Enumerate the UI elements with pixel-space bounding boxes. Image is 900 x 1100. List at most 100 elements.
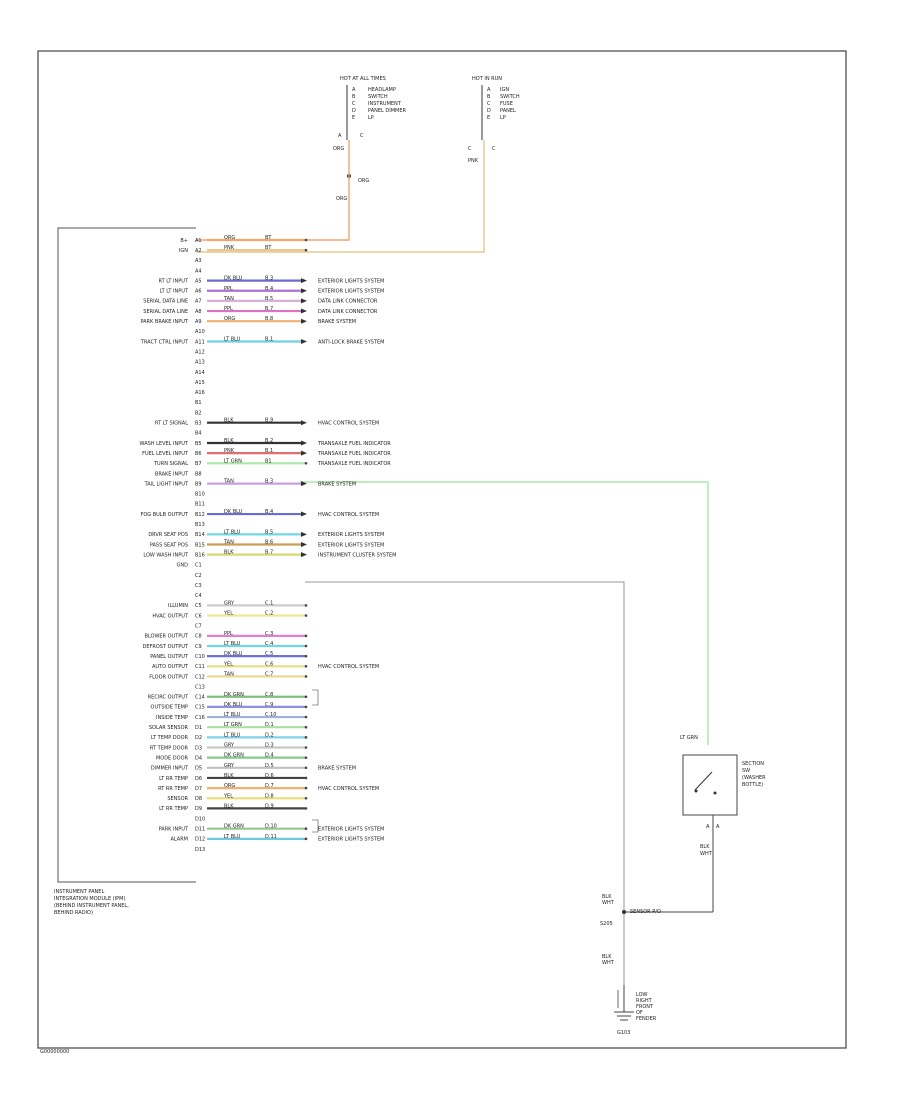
pin-number: A1 [195,238,202,244]
wire-color-label: BLK [700,844,710,850]
pin-number: B8 [195,471,202,477]
row-label: SWITCH [500,94,520,100]
switch-pin: A [706,824,710,830]
wire-color-label: DK BLU [224,509,243,515]
row-label: LP [500,115,506,121]
pin-number: B12 [195,512,205,518]
terminal-icon [304,827,308,830]
wire-color-label: ORG [333,146,344,152]
pin-function-label: RT RR TEMP [158,786,188,792]
row-label: IGN [500,87,509,93]
top-connector-hot-at-all-times: HOT AT ALL TIMES A HEADLAMP B SWITCH C I… [196,76,407,241]
pin-number: C5 [195,603,202,609]
pin-function-label: AUTO OUTPUT [152,664,189,670]
destination-label: EXTERIOR LIGHTS SYSTEM [318,289,384,295]
pin-label: B [352,94,356,100]
wire-circuit-label: B.3 [265,479,273,485]
pin-number: C10 [195,654,205,660]
pin-number: C13 [195,684,205,690]
pin-function-label: SENSOR [167,796,188,802]
pin-function-label: PARK BRAKE INPUT [140,319,188,325]
pin-function-label: WASH LEVEL INPUT [140,441,189,447]
arrow-icon [301,440,307,446]
row-label: LP [368,115,374,121]
pin-function-label: RT TEMP DOOR [150,745,189,751]
module-label: INSTRUMENT PANEL INTEGRATION MODULE (IPM… [54,889,129,916]
pin-function-label: FOG BULB OUTPUT [140,512,188,518]
wire-color-label: DK GRN [224,753,244,759]
module-label-line: (BEHIND INSTRUMENT PANEL, [54,903,129,909]
wire-circuit-label: B.1 [265,337,273,343]
pin-number: D2 [195,735,202,741]
pin-function-label: LT TEMP DOOR [151,735,189,741]
switch-box [682,754,738,816]
arrow-icon [301,278,307,284]
pin-function-label: LT LT INPUT [160,289,189,295]
wire-circuit-label: C.8 [265,692,273,698]
terminal-icon [304,766,308,770]
arrow-icon [301,450,307,456]
terminal-icon [304,736,308,739]
switch-label-line: SW [742,768,750,774]
pin-function-label: BLOWER OUTPUT [144,634,188,640]
pin-number: D9 [195,806,202,812]
switch-pin: A [716,824,720,830]
wire-circuit-label: B.5 [265,296,273,302]
arrow-icon [301,308,307,314]
pin-row: C13 [195,684,205,690]
pin-function-label: LOW WASH INPUT [143,552,189,558]
pin-function-label: B+ [180,238,188,244]
pin-number: D7 [195,786,202,792]
pin-function-label: FUEL LEVEL INPUT [142,451,189,457]
pin-row: A14 [195,370,205,376]
pin-number: B6 [195,451,202,457]
terminal-icon [304,614,308,617]
ground-label-line: FRONT [636,1004,654,1010]
pin-number: A4 [195,268,202,274]
splice-id: S205 [600,921,613,927]
wire-circuit-label: C.9 [265,702,273,708]
wire-color-label: BLK [602,954,612,960]
wire-circuit-label: D.11 [265,834,277,840]
wire-color-label: LT BLU [224,732,241,738]
wire-pink [196,140,485,253]
pin-function-label: DRVR SEAT POS [148,532,188,538]
pin-number: C8 [195,634,202,640]
terminal-icon [304,634,308,638]
terminal-icon [304,756,308,759]
wire-circuit-label: D.3 [265,743,274,749]
terminal-icon [304,746,308,749]
destination-label: BRAKE SYSTEM [318,766,356,772]
pin-number: C1 [195,563,202,569]
destination-label: TRANSAXLE FUEL INDICATOR [317,461,391,467]
pin-number: B3 [195,421,202,427]
wire-color-label: TAN [223,671,234,677]
pin-function-label: HVAC OUTPUT [152,613,189,619]
pin-number: B16 [195,552,205,558]
wire-circuit-label: D.6 [265,773,274,779]
pin-row: A4 [195,268,202,274]
wire-color-label: BLK [224,418,234,424]
destination-label: HVAC CONTROL SYSTEM [318,664,379,670]
pin-function-label: BRAKE INPUT [155,471,189,477]
arrow-icon [301,420,307,426]
pin-number: D8 [195,796,202,802]
switch-label-line: SECTION [742,761,764,767]
wire-color-label: LT BLU [224,529,241,535]
terminal-icon [304,796,308,800]
pin-number: C9 [195,644,202,650]
